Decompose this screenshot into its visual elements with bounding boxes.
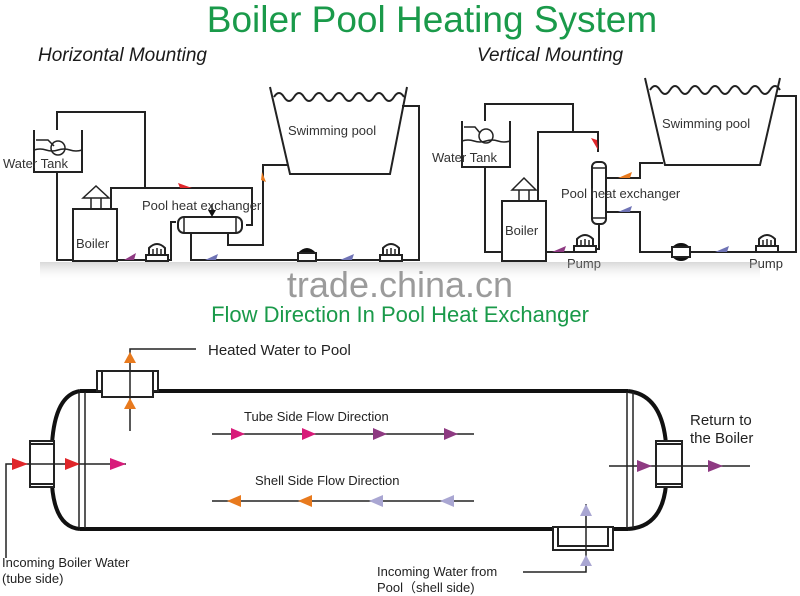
watermark-text: trade.china.cn [287, 264, 513, 305]
return-label-line1: Return to [690, 412, 752, 429]
inlet-arrow [110, 458, 126, 470]
flow-arrow-blue [715, 246, 729, 252]
outlet-arrow-up [124, 352, 136, 363]
pool-inlet-arrow [580, 555, 592, 566]
boiler-label: Boiler [76, 236, 110, 251]
heated-water-label: Heated Water to Pool [208, 342, 351, 359]
flow-arrow-blue [340, 254, 354, 260]
flow-arrow-purple [552, 246, 566, 252]
flow-arrow-orange [618, 172, 632, 178]
water-tank: Water Tank [3, 130, 83, 173]
incoming-boiler-label-line1: Incoming Boiler Water [2, 555, 130, 570]
shell-side-label: Shell Side Flow Direction [255, 473, 400, 488]
return-arrow [637, 460, 652, 472]
vertical-mounting-heading: Vertical Mounting [477, 45, 624, 66]
inlet-arrow [12, 458, 28, 470]
heat-exchanger-vertical: Pool heat exchanger [561, 161, 681, 225]
tube-side-label: Tube Side Flow Direction [244, 409, 389, 424]
water-tank-label-vertical: Water Tank [432, 150, 498, 165]
swimming-pool-vertical: Swimming pool [644, 77, 781, 166]
swimming-pool-horizontal: Swimming pool [269, 86, 408, 175]
pump-2 [379, 243, 403, 262]
pool-label: Swimming pool [288, 123, 376, 138]
shell-flow-arrow [298, 495, 312, 507]
incoming-boiler-label-line2: (tube side) [2, 571, 63, 586]
return-label-line2: the Boiler [690, 430, 753, 447]
water-tank-label: Water Tank [3, 156, 69, 171]
tube-flow-arrow [444, 428, 458, 440]
boiler-vertical: Boiler [501, 176, 547, 262]
valve-1 [297, 248, 317, 262]
watermark [40, 262, 760, 282]
outlet-arrow-up [124, 398, 136, 409]
valve-vertical [671, 243, 691, 261]
return-arrow [708, 460, 723, 472]
boiler: Boiler [72, 184, 118, 262]
main-title: Boiler Pool Heating System [207, 0, 657, 40]
flow-heading: Flow Direction In Pool Heat Exchanger [211, 302, 589, 327]
incoming-pool-label-line2: Pool（shell side) [377, 580, 475, 595]
heat-exchanger-cross-section [5, 348, 750, 573]
flow-arrow-hot [178, 183, 192, 188]
tube-flow-arrow [373, 428, 387, 440]
flow-arrow-hot [591, 138, 598, 150]
pool-inlet-arrow [580, 504, 592, 516]
pump-vertical-2: Pump [749, 234, 783, 271]
shell-flow-arrow [227, 495, 241, 507]
water-tank-vertical: Water Tank [432, 121, 511, 168]
horizontal-mounting-diagram: Water Tank Boiler Pool heat excha [3, 86, 420, 262]
tube-flow-arrow [302, 428, 316, 440]
shell-flow-arrow [369, 495, 383, 507]
incoming-pool-label-line1: Incoming Water from [377, 564, 497, 579]
shell-flow-arrow [440, 495, 454, 507]
pool-label-vertical: Swimming pool [662, 116, 750, 131]
horizontal-mounting-heading: Horizontal Mounting [38, 45, 207, 66]
boiler-label-vertical: Boiler [505, 223, 539, 238]
inlet-arrow [65, 458, 80, 470]
heat-exchanger-label-vertical: Pool heat exchanger [561, 186, 681, 201]
heat-exchanger-horizontal: Pool heat exchanger [142, 198, 262, 234]
flow-arrow-blue [205, 254, 218, 260]
heat-exchanger-label: Pool heat exchanger [142, 198, 262, 213]
pump-1 [145, 243, 169, 262]
tube-flow-arrow [231, 428, 245, 440]
flow-arrow-orange [261, 172, 266, 182]
flow-arrow-purple [124, 253, 136, 260]
vertical-mounting-diagram: Water Tank Boiler Pool heat exchanger Pu… [432, 77, 797, 271]
flow-arrow-blue [618, 206, 632, 212]
